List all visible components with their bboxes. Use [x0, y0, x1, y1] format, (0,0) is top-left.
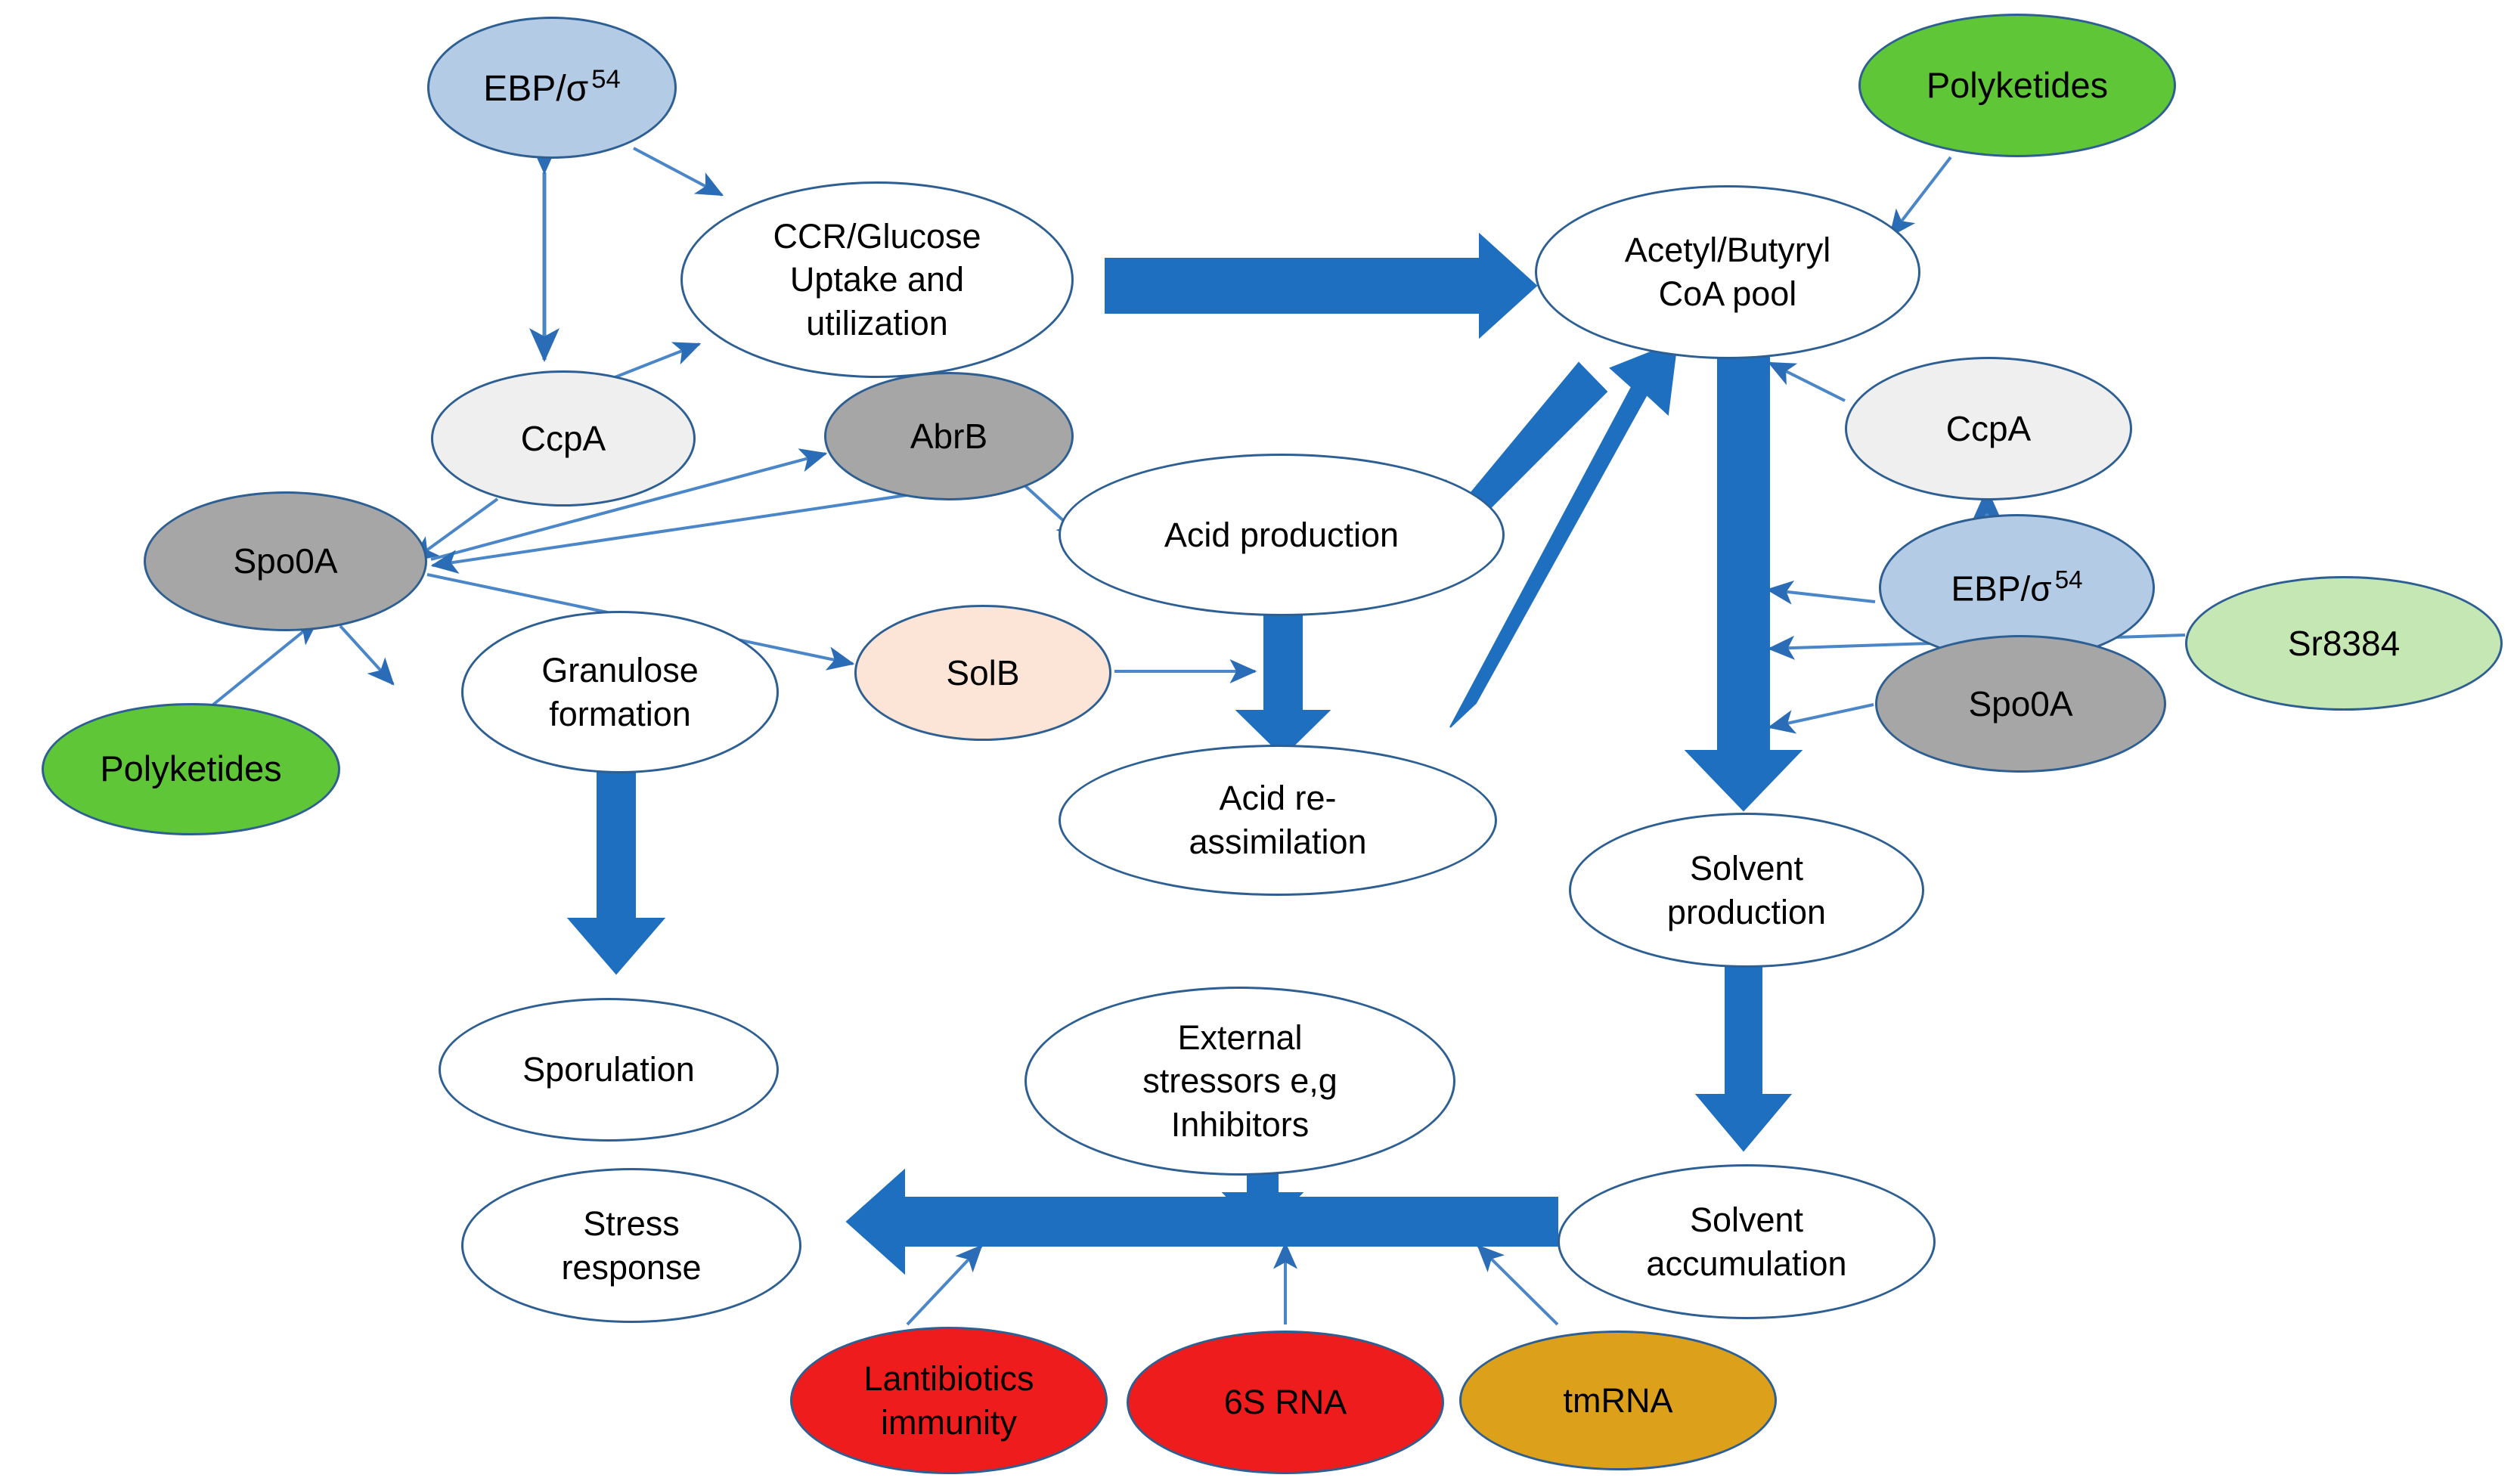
- ebp-to-ccr-arrow: [633, 147, 724, 197]
- node-acid_production[interactable]: Acid production: [1059, 454, 1505, 616]
- node-tmrna[interactable]: tmRNA: [1459, 1331, 1777, 1470]
- abrb-to-spo0a-arrow: [430, 482, 984, 574]
- node-ccpa_left[interactable]: CcpA: [431, 370, 696, 507]
- node-label: tmRNA: [1563, 1380, 1673, 1420]
- node-label: 6S RNA: [1223, 1383, 1347, 1422]
- node-solb[interactable]: SolB: [854, 605, 1111, 741]
- node-label: AbrB: [910, 416, 988, 456]
- tmrna-to-stress-arrow: [1477, 1244, 1559, 1326]
- node-label: CcpA: [1945, 408, 2032, 448]
- acetyl-coa-to-solvent-production-arrow: [1684, 356, 1803, 812]
- node-sporulation[interactable]: Sporulation: [439, 998, 779, 1142]
- node-label: Sporulation: [522, 1050, 695, 1089]
- acid-production-to-acid-reassimilation-arrow: [1235, 615, 1331, 757]
- ccpa-right-to-acetyl-coa-arrow: [1767, 361, 1846, 402]
- solvent-production-to-solvent-accumulation-arrow: [1694, 967, 1793, 1152]
- node-polyketides_left[interactable]: Polyketides: [42, 703, 340, 835]
- spo0a-right-to-solvent-arrow: [1767, 703, 1874, 734]
- polyketides-to-acetyl-coa-arrow: [1889, 156, 1952, 237]
- ccr-to-acetyl-coa-arrow: [1105, 232, 1538, 339]
- node-label: Sr8384: [2287, 623, 2401, 663]
- granulose-to-sporulation-arrow: [566, 770, 666, 975]
- spo0a-to-granulose-arrow: [339, 624, 395, 686]
- acid-reassimilation-to-acetyl-coa-arrow: [1449, 340, 1679, 728]
- node-acid_reassim[interactable]: Acid re-assimilation: [1059, 745, 1497, 896]
- node-label: Acid re-assimilation: [1189, 779, 1367, 861]
- node-spo0a_left[interactable]: Spo0A: [144, 491, 427, 631]
- node-label: Acid production: [1164, 515, 1400, 554]
- node-label: SolB: [946, 652, 1020, 692]
- node-abrb[interactable]: AbrB: [824, 372, 1074, 500]
- lantibiotics-to-stress-arrow: [906, 1244, 983, 1326]
- node-spo0a_right[interactable]: Spo0A: [1875, 635, 2166, 773]
- node-label: CcpA: [520, 418, 606, 458]
- ebp-right-to-solvent-arrow: [1765, 580, 1876, 605]
- node-label-superscript: 54: [591, 65, 621, 94]
- polyketides-to-spo0a-arrow: [212, 618, 319, 706]
- node-label: Polyketides: [100, 748, 282, 789]
- node-label: Spo0A: [1968, 683, 2073, 723]
- node-label: Spo0A: [233, 541, 338, 581]
- node-six_s_rna[interactable]: 6S RNA: [1127, 1331, 1444, 1474]
- node-label: Polyketides: [1926, 64, 2109, 105]
- node-ccpa_right[interactable]: CcpA: [1845, 357, 2132, 500]
- solvent-accumulation-to-stress-response-arrow: [845, 1168, 1558, 1275]
- ccpa-to-spo0a-arrow: [411, 497, 499, 562]
- node-sr8384[interactable]: Sr8384: [2185, 576, 2503, 711]
- node-label-superscript: 54: [2054, 565, 2083, 594]
- spo0a-to-abrb-arrow: [430, 448, 828, 561]
- node-polyketides_top[interactable]: Polyketides: [1858, 14, 2176, 157]
